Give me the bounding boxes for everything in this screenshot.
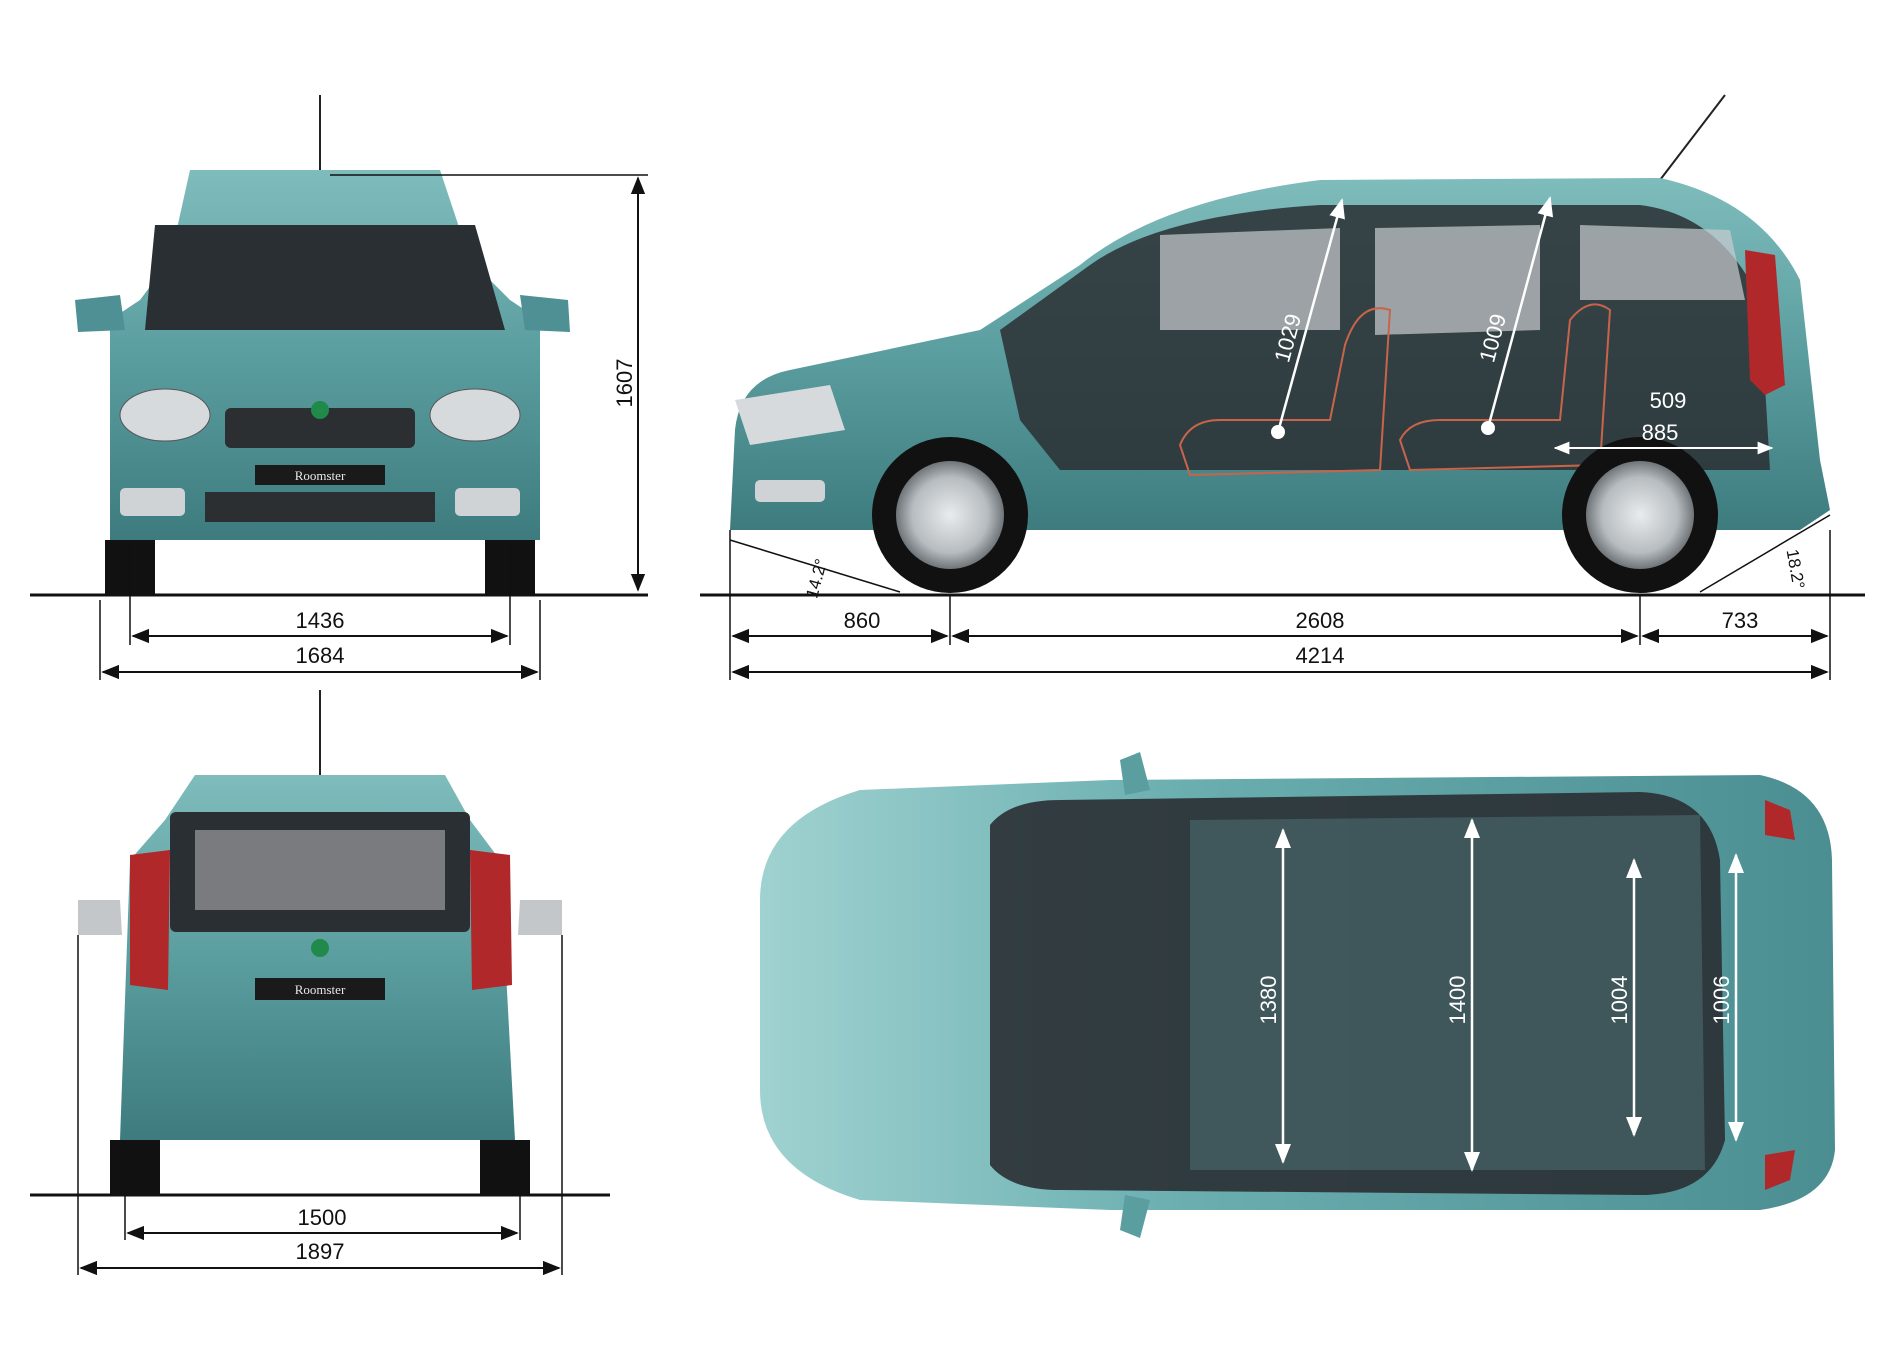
taillight-top-right: [1765, 1150, 1795, 1190]
length-label: 4214: [1296, 643, 1345, 668]
mirror-top-right: [1120, 1195, 1150, 1238]
front-headroom-arrow: [1276, 198, 1345, 433]
wheelbase-label: 2608: [1296, 608, 1345, 633]
rear-plate-text: Roomster: [295, 982, 346, 997]
rear-badge: [311, 939, 329, 957]
front-grille: [225, 408, 415, 448]
headlight-right: [429, 388, 521, 442]
taillight-right: [470, 850, 512, 990]
rear-window-side: [1375, 225, 1540, 335]
rear-headroom-arrow: [1486, 196, 1554, 429]
lower-grille: [205, 492, 435, 522]
boot-width-a-label: 1004: [1607, 976, 1632, 1025]
foglight-side: [755, 480, 825, 502]
boot-height-label: 509: [1650, 388, 1687, 413]
mirror-right: [520, 295, 570, 332]
mirror-left: [75, 295, 125, 332]
front-plate-text: Roomster: [295, 468, 346, 483]
boot-width-b-label: 1006: [1709, 976, 1734, 1025]
foglight-right: [455, 488, 520, 516]
side-view: 1029 1009 509 885 14.2° 18.2° 860 2608 7…: [700, 94, 1865, 680]
rear-plate: [255, 978, 385, 1000]
foglight-left: [120, 488, 185, 516]
departure-angle-line: [1699, 514, 1831, 593]
height-label: 1607: [612, 359, 637, 408]
rear-window: [170, 812, 470, 932]
rear-tyre-left: [110, 1140, 160, 1195]
rear-width-label: 1400: [1445, 976, 1470, 1025]
front-width-label: 1380: [1256, 976, 1281, 1025]
mirror-width-label: 1897: [296, 1239, 345, 1264]
front-rim: [896, 461, 1004, 569]
rear-tyre-right: [480, 1140, 530, 1195]
front-plate: [255, 465, 385, 485]
mirror-top-left: [1120, 752, 1150, 795]
departure-angle-label: 18.2°: [1783, 548, 1809, 591]
taillight-left: [130, 850, 170, 990]
boot-window: [1580, 225, 1745, 300]
front-track-label: 1436: [296, 608, 345, 633]
rear-rim: [1586, 461, 1694, 569]
rear-overhang-label: 733: [1722, 608, 1759, 633]
rear-track-label: 1500: [298, 1205, 347, 1230]
approach-angle-line: [729, 539, 901, 593]
cabin-top: [1190, 815, 1705, 1170]
headlight-left: [119, 388, 211, 442]
top-view: 1380 1400 1004 1006: [760, 752, 1835, 1238]
rear-seat-outline: [1398, 303, 1612, 472]
taillight-top-left: [1765, 800, 1795, 840]
body-width-label: 1684: [296, 643, 345, 668]
boot-length-label: 885: [1642, 420, 1679, 445]
rear-view: Roomster 1500 1897: [30, 690, 610, 1276]
badge: [311, 401, 329, 419]
windscreen: [145, 225, 505, 330]
taillight-side: [1745, 250, 1785, 395]
rear-interior: [195, 830, 445, 910]
mirror-rear-left: [78, 900, 122, 935]
antenna-side: [1659, 94, 1726, 181]
front-overhang-label: 860: [844, 608, 881, 633]
front-window: [1160, 228, 1340, 330]
front-view: Roomster 1607 1436 1684: [30, 95, 648, 680]
front-seat-outline: [1178, 307, 1392, 477]
headlight-side: [735, 385, 845, 445]
mirror-rear-right: [518, 900, 562, 935]
